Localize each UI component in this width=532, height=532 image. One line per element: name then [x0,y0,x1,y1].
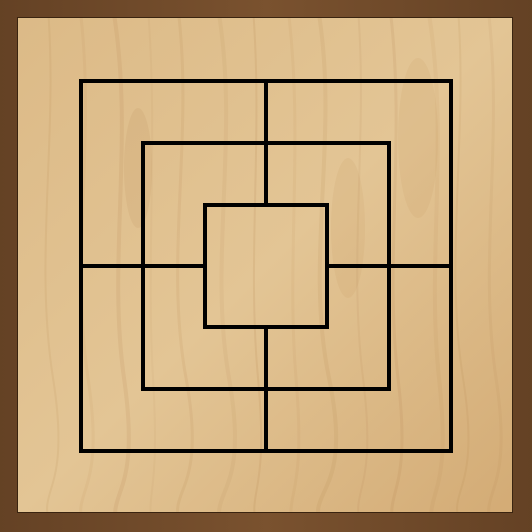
board-point-inner-2[interactable] [252,191,280,219]
board-point-outer-4[interactable] [437,252,465,280]
wood-grain-stroke [176,18,194,512]
board-point-outer-3[interactable] [437,67,465,95]
board-point-outer-1[interactable] [67,67,95,95]
game-board [17,17,513,513]
board-graphics [18,18,512,512]
board-point-middle-4[interactable] [375,252,403,280]
wood-knot [398,58,438,218]
board-lines [79,79,453,453]
wood-knot [331,158,365,298]
wood-grain-stroke [287,18,301,512]
wood-grain-stroke [79,18,95,512]
wood-grain-stroke [147,18,157,512]
wood-grain-stroke [356,18,369,512]
board-point-middle-1[interactable] [129,129,157,157]
wood-grain-stroke [217,18,237,512]
wood-knot [124,108,152,228]
board-point-inner-3[interactable] [313,191,341,219]
wood-grain-stroke [427,18,445,512]
board-point-inner-5[interactable] [313,313,341,341]
board-point-middle-5[interactable] [375,375,403,403]
wood-grain-stroke [252,18,263,512]
board-point-outer-7[interactable] [67,437,95,465]
wood-grain-stroke [389,18,404,512]
board-point-outer-6[interactable] [252,437,280,465]
board-point-middle-7[interactable] [129,375,157,403]
board-point-outer-2[interactable] [252,67,280,95]
board-point-middle-3[interactable] [375,129,403,157]
board-point-inner-1[interactable] [191,191,219,219]
wood-grain-stroke [112,18,131,512]
board-point-middle-2[interactable] [252,129,280,157]
board-point-inner-7[interactable] [191,313,219,341]
board-point-inner-8[interactable] [191,252,219,280]
wood-grain-stroke [487,18,503,512]
board-point-middle-8[interactable] [129,252,157,280]
board-point-middle-6[interactable] [252,375,280,403]
board-point-inner-4[interactable] [313,252,341,280]
wood-grain-stroke [44,18,60,512]
wood-grain-stroke [454,18,470,512]
board-point-outer-8[interactable] [67,252,95,280]
wood-grain-stroke [316,18,339,512]
board-point-inner-6[interactable] [252,313,280,341]
wood-grain [44,18,503,512]
board-point-outer-5[interactable] [437,437,465,465]
